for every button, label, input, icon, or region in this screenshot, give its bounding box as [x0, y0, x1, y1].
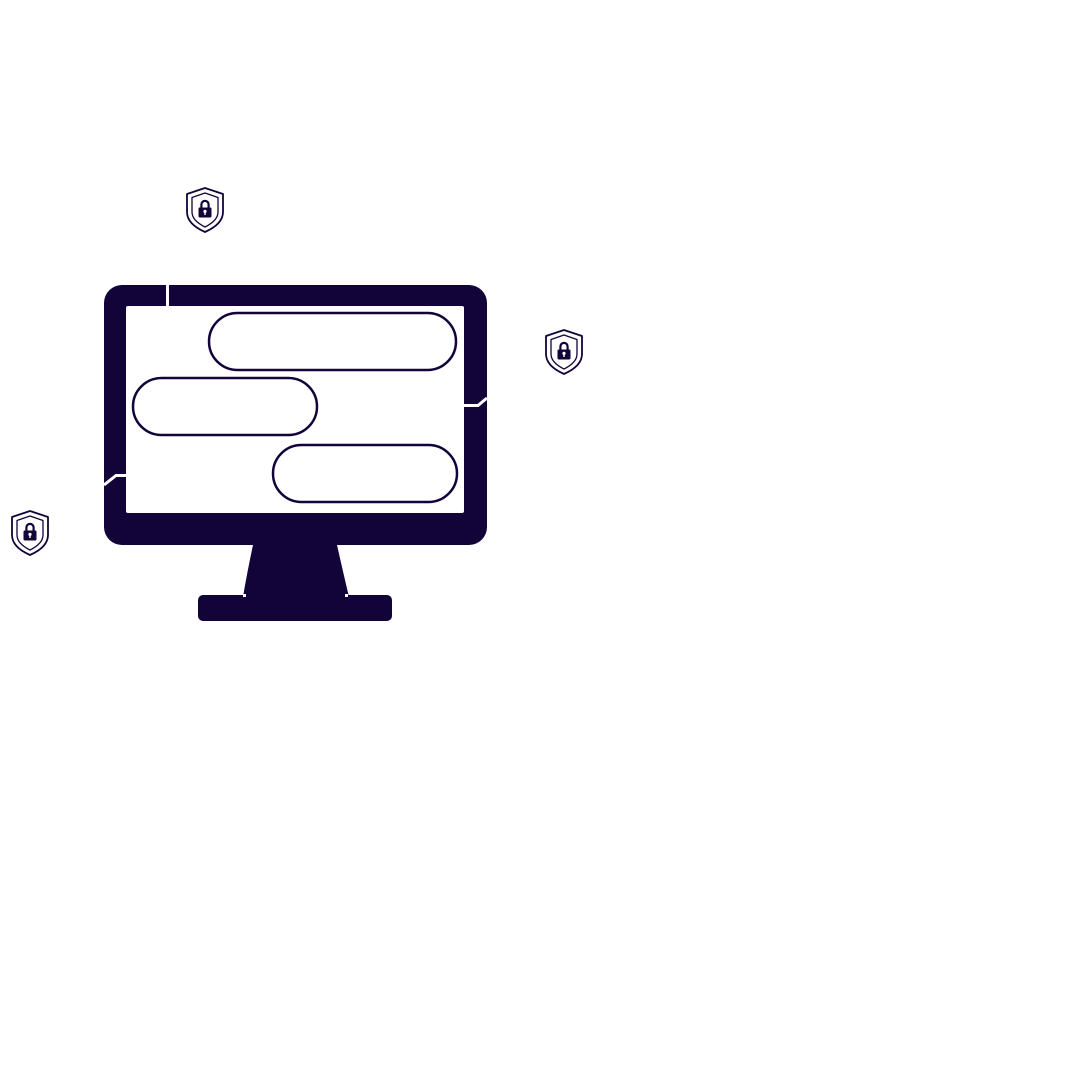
monitor-stand-neck — [243, 545, 349, 597]
connector-lines — [103, 285, 488, 487]
shield-lock-icon — [185, 186, 225, 234]
chat-messages — [131, 311, 459, 504]
monitor-stand-base — [198, 595, 392, 621]
shield-lock-icon — [544, 328, 584, 376]
chat-bubble-outgoing — [271, 443, 459, 504]
chat-bubble-incoming — [131, 376, 319, 437]
shield-lock-icon — [10, 509, 50, 557]
chat-bubble-outgoing — [207, 311, 458, 372]
